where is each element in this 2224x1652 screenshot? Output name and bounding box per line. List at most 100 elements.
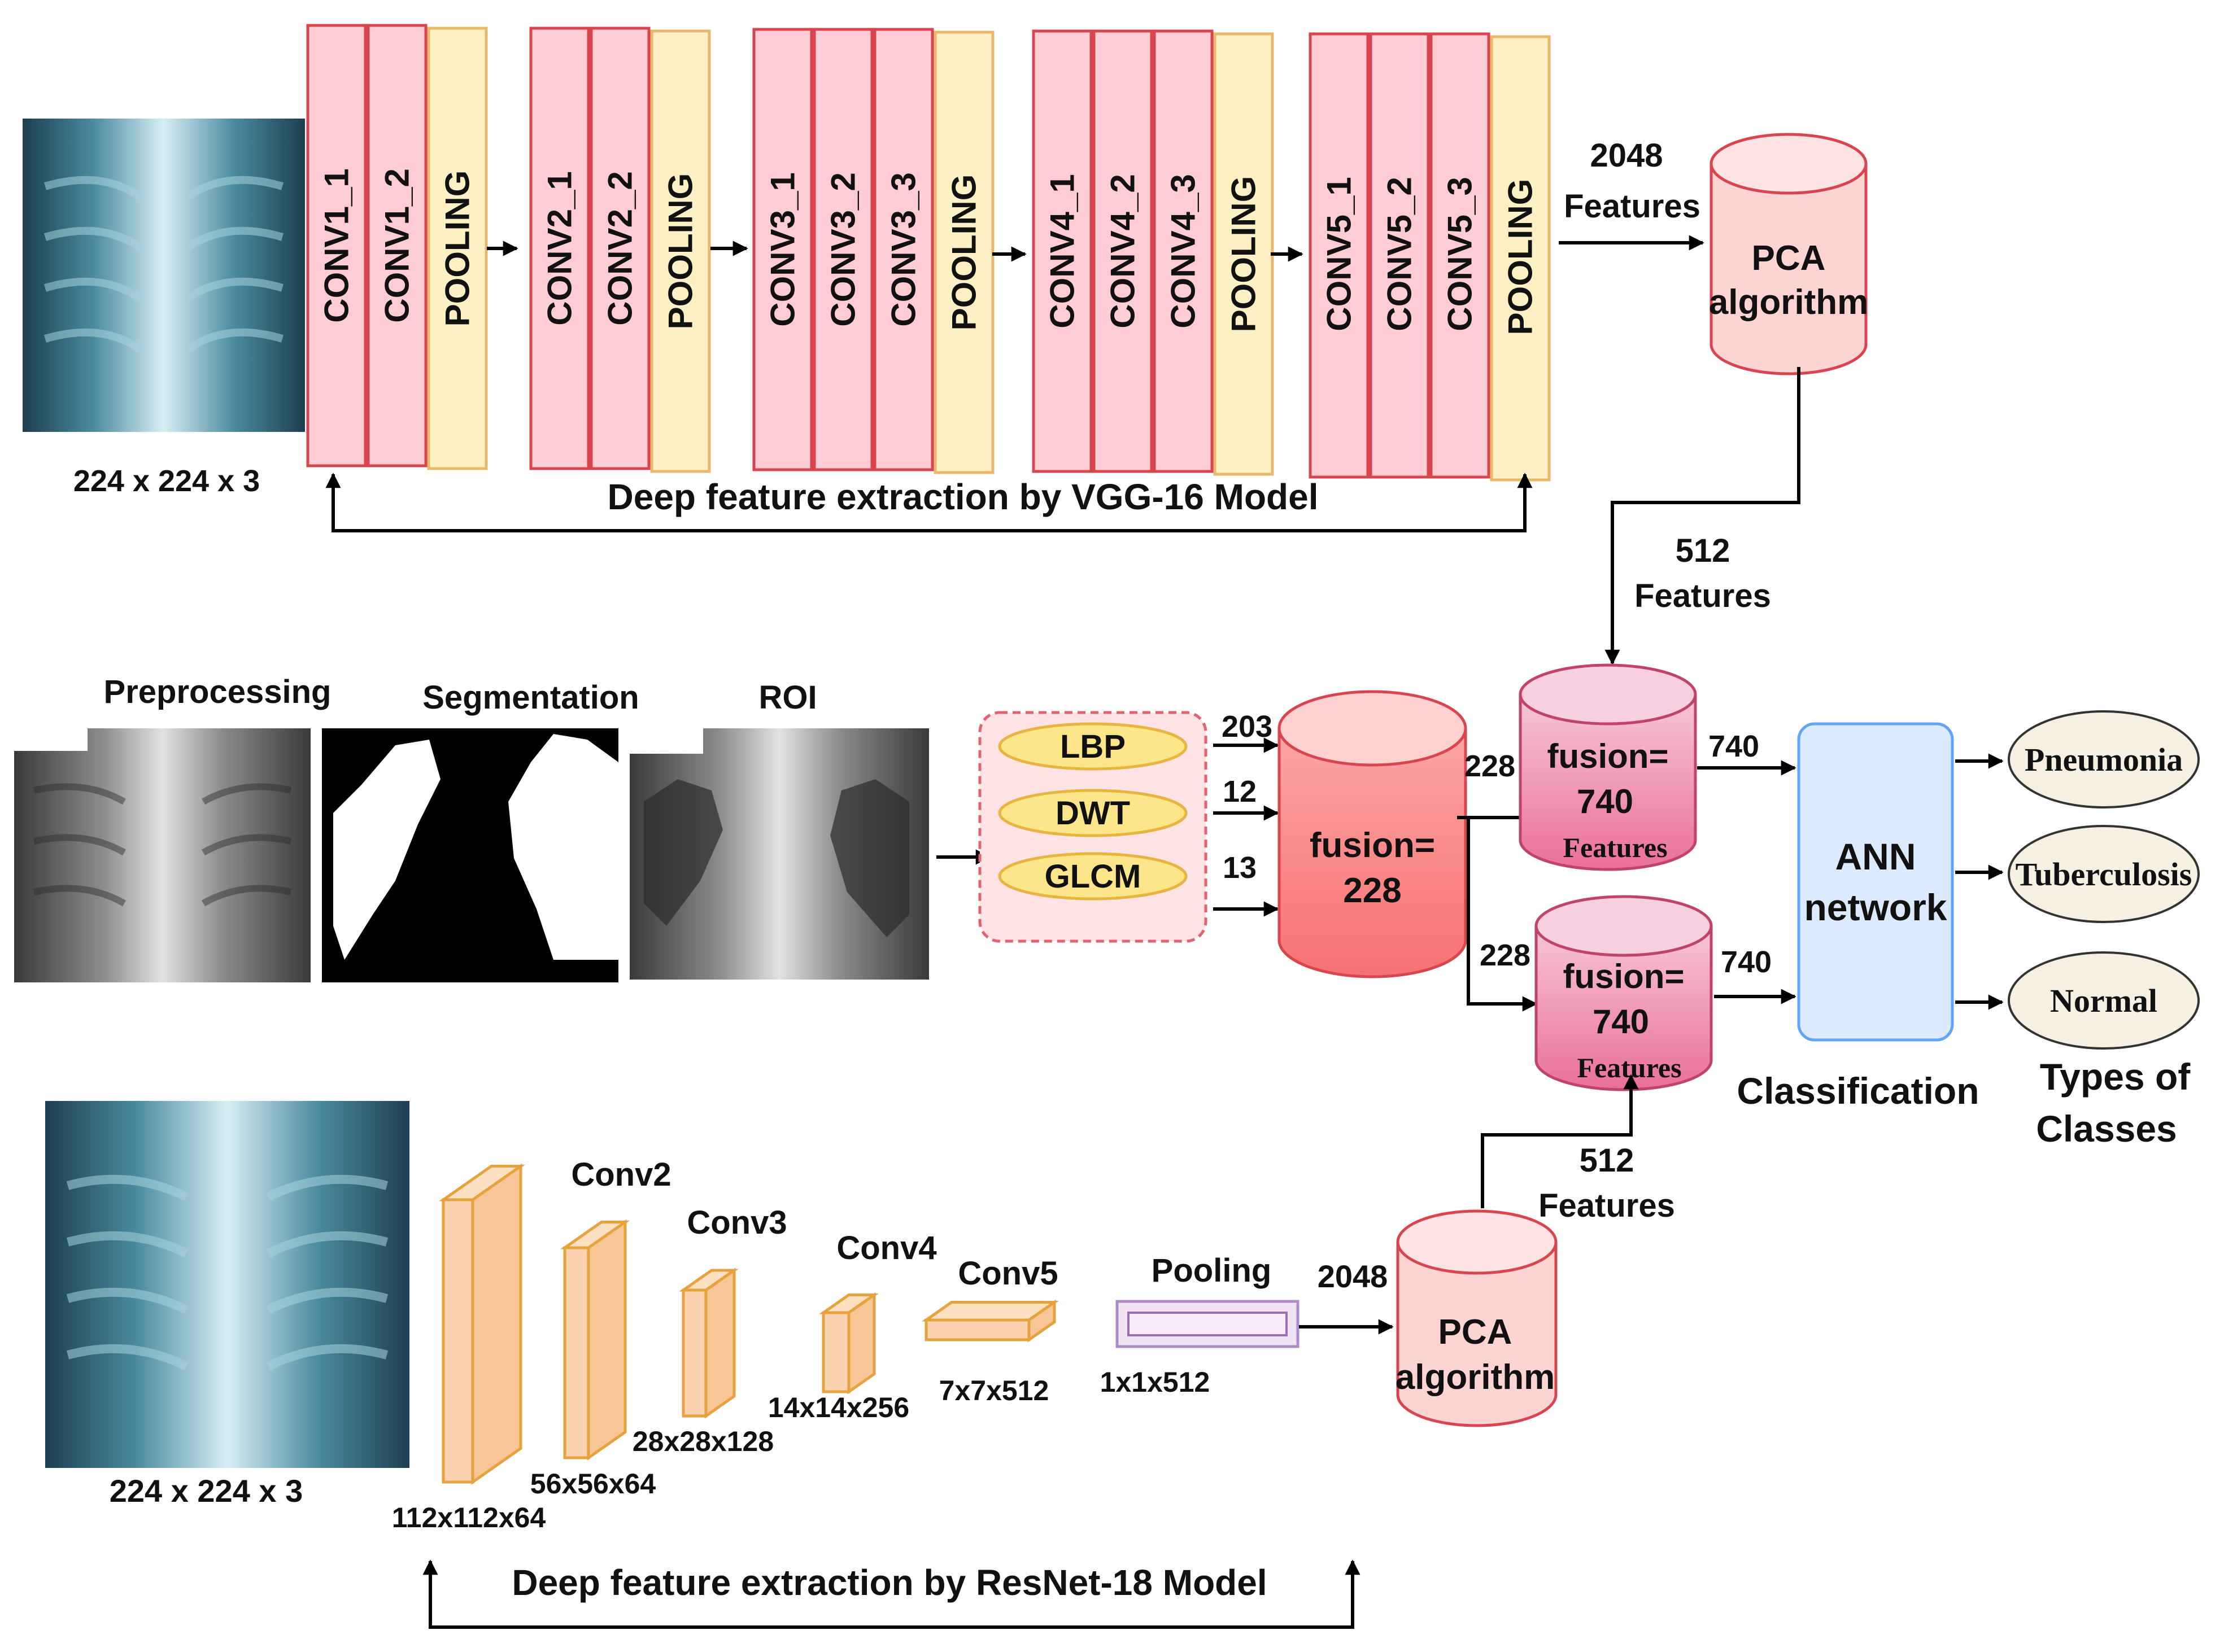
vgg-block-4-conv4-1-label: CONV4_1	[1044, 174, 1082, 328]
resnet-layer-3-name: Conv3	[687, 1204, 787, 1241]
vgg-input-xray	[23, 119, 305, 432]
ann-network-label: network	[1804, 886, 1947, 928]
method-lbp-label: LBP	[1060, 728, 1126, 765]
vgg-reduced-count: 512	[1676, 532, 1730, 569]
resnet-layer-1-dims: 112x112x64	[392, 1502, 546, 1533]
vgg-block-1-conv1-1-layer	[306, 24, 367, 467]
resnet-features-count: 2048	[1318, 1258, 1388, 1294]
vgg-block-5-pooling-label: POOLING	[1502, 179, 1540, 335]
vgg-block-4-conv4-3-label: CONV4_3	[1165, 174, 1202, 328]
step-roi: ROI	[758, 679, 817, 716]
vgg-block-4-conv4-1-layer	[1032, 29, 1093, 473]
resnet-pca-cylinder	[1396, 1209, 1558, 1427]
vgg-block-5-conv5-1-label: CONV5_1	[1320, 177, 1358, 331]
vgg-block-3-conv3-2-label: CONV3_2	[825, 172, 862, 326]
vgg-block-2-pooling-label: POOLING	[662, 173, 700, 330]
resnet-layer-5-dims: 7x7x512	[939, 1375, 1049, 1406]
vgg-block-5-conv5-2-label: CONV5_2	[1381, 177, 1419, 331]
classes-caption-line2: Classes	[2036, 1108, 2177, 1150]
vgg-block-3-pooling-layer	[934, 30, 995, 474]
resnet-pca-algorithm: algorithm	[1396, 1358, 1555, 1397]
resnet-layer-5-front-face	[925, 1318, 1031, 1341]
vgg-pca-cylinder	[1710, 133, 1868, 375]
vgg-block-3-conv3-1-layer	[752, 28, 813, 471]
handcrafted-fusion-value: 228	[1343, 871, 1401, 910]
class-normal-label: Normal	[2050, 982, 2157, 1019]
vgg-block-1-pooling-layer	[427, 27, 488, 470]
vgg-block-5-conv5-3-layer	[1429, 32, 1490, 479]
vgg-block-4-conv4-2-label: CONV4_2	[1104, 174, 1142, 328]
resnet-pooling-inner	[1127, 1312, 1288, 1336]
class-pneumonia-ellipse	[2008, 710, 2200, 808]
vgg-features-word: Features	[1564, 188, 1700, 225]
vgg-block-2-conv2-1-layer	[529, 27, 590, 470]
method-lbp-pill	[998, 722, 1188, 771]
glcm-count: 13	[1223, 851, 1257, 885]
resnet-layer-1-front-face	[442, 1198, 474, 1484]
handcrafted-out-bottom: 228	[1480, 938, 1530, 972]
step-preprocessing: Preprocessing	[104, 674, 332, 710]
vgg-features-count: 2048	[1590, 137, 1663, 174]
resnet-layer-2-name: Conv2	[571, 1156, 671, 1193]
handcrafted-out-top: 228	[1464, 749, 1515, 783]
resnet-input-xray	[45, 1101, 409, 1468]
vgg-fusion-out: 740	[1708, 729, 1759, 763]
vgg-block-1-conv1-2-label: CONV1_2	[378, 168, 416, 322]
vgg-span-arrow	[325, 473, 1533, 532]
lbp-count: 203	[1222, 710, 1272, 744]
vgg-block-4-conv4-3-layer	[1153, 29, 1214, 473]
vgg-pca-algorithm: algorithm	[1709, 283, 1868, 322]
vgg-pca-label: PCA	[1752, 239, 1826, 278]
vgg-block-2-conv2-1-label: CONV2_1	[541, 171, 579, 325]
vgg-fusion-features: Features	[1563, 832, 1667, 863]
vgg-block-2-conv2-2-layer	[590, 27, 651, 470]
vgg-block-2-conv2-2-label: CONV2_2	[601, 171, 639, 325]
vgg-block-5-pooling-layer	[1490, 35, 1551, 482]
resnet-pooling-dims: 1x1x512	[1100, 1366, 1210, 1398]
resnet-fusion-value: 740	[1593, 1003, 1649, 1041]
vgg-fusion-cylinder	[1519, 663, 1697, 871]
vgg-input-size: 224 x 224 x 3	[73, 464, 260, 498]
ann-label: ANN	[1835, 836, 1916, 877]
segmentation-mask	[322, 728, 618, 982]
ann-network-box	[1797, 722, 1954, 1042]
roi-xray	[630, 728, 929, 980]
class-tuberculosis-ellipse	[2008, 825, 2200, 923]
vgg-block-1-pooling-label: POOLING	[439, 171, 477, 327]
resnet-layer-4-front-face	[822, 1311, 851, 1393]
resnet-span-arrow	[422, 1559, 1360, 1629]
resnet-caption: Deep feature extraction by ResNet-18 Mod…	[512, 1562, 1267, 1603]
vgg-block-1-conv1-2-layer	[367, 24, 428, 467]
vgg-block-4-pooling-layer	[1213, 32, 1274, 476]
method-glcm-label: GLCM	[1045, 858, 1141, 895]
vgg-block-4-conv4-2-layer	[1092, 29, 1153, 473]
vgg-block-5-conv5-2-layer	[1369, 32, 1430, 479]
vgg-block-2-pooling-layer	[650, 29, 711, 473]
resnet-fusion-out: 740	[1721, 945, 1772, 979]
resnet-layer-5-name: Conv5	[958, 1255, 1058, 1292]
resnet-input-size: 224 x 224 x 3	[110, 1473, 303, 1509]
vgg-block-3-pooling-label: POOLING	[945, 174, 983, 331]
vgg-block-4-pooling-label: POOLING	[1225, 176, 1263, 333]
dwt-count: 12	[1223, 775, 1257, 808]
class-normal-ellipse	[2008, 951, 2200, 1050]
classification-caption: Classification	[1737, 1070, 1979, 1112]
step-segmentation: Segmentation	[422, 679, 639, 716]
vgg-pca-to-fusion-arrow	[1604, 367, 1800, 665]
class-pneumonia-label: Pneumonia	[2025, 741, 2183, 778]
resnet-layer-2-side-face	[587, 1219, 627, 1461]
resnet-reduced-count: 512	[1580, 1142, 1634, 1179]
vgg-fusion-value: 740	[1577, 783, 1633, 820]
class-tuberculosis-label: Tuberculosis	[2016, 856, 2192, 893]
resnet-fusion-label: fusion=	[1563, 958, 1684, 995]
resnet-pca-to-fusion-arrow	[1481, 1074, 1639, 1208]
resnet-pooling-label: Pooling	[1152, 1252, 1272, 1289]
vgg-fusion-label: fusion=	[1547, 737, 1668, 775]
preprocessed-xray	[14, 728, 311, 982]
method-glcm-pill	[998, 852, 1188, 901]
resnet-layer-1-side-face	[471, 1163, 522, 1485]
